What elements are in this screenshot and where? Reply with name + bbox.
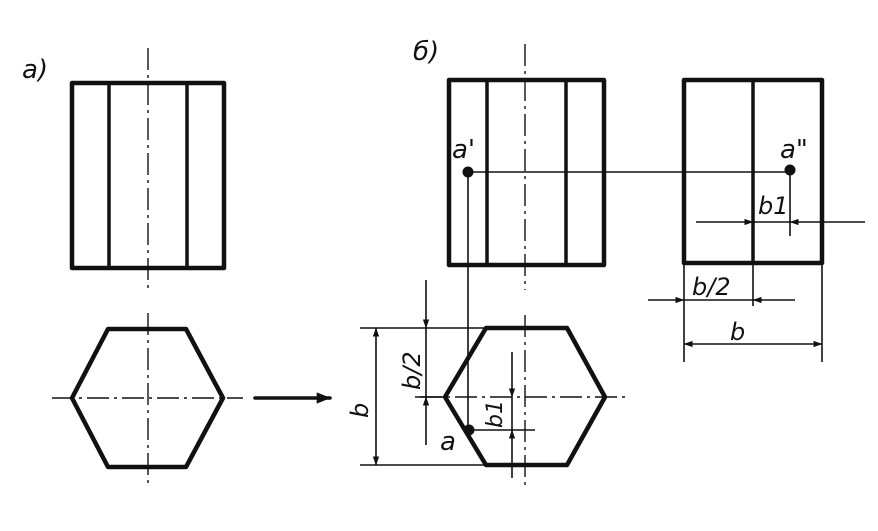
view-b-top-projection — [420, 315, 625, 485]
dim-b-half-side-label: b/2 — [692, 273, 731, 301]
view-b-label: б) — [413, 37, 439, 67]
view-a-front-projection — [69, 48, 227, 290]
point-a-top-label: a — [440, 427, 456, 457]
point-a-side-label: a" — [780, 135, 808, 165]
dim-b1-top-label: b1 — [483, 400, 508, 428]
dim-b-half-top-label: b/2 — [398, 351, 426, 390]
view-a-top-projection — [52, 313, 243, 484]
point-markers: a' a" a — [440, 135, 808, 457]
view-b: б) a' a" — [346, 37, 865, 485]
point-a-side — [784, 164, 796, 176]
view-a-label: a) — [22, 55, 48, 85]
view-a: a) — [22, 48, 243, 484]
dim-b-side-label: b — [730, 318, 745, 346]
view-b-front-projection — [446, 44, 607, 290]
top-view-dimensions: b b/2 b1 — [346, 280, 535, 478]
side-view-dimensions: b1 b/2 b — [648, 192, 865, 362]
dim-b-top-label: b — [346, 403, 374, 418]
dim-b1-side-label: b1 — [758, 192, 789, 220]
point-a-front-label: a' — [452, 135, 475, 165]
point-a-front — [462, 166, 474, 178]
